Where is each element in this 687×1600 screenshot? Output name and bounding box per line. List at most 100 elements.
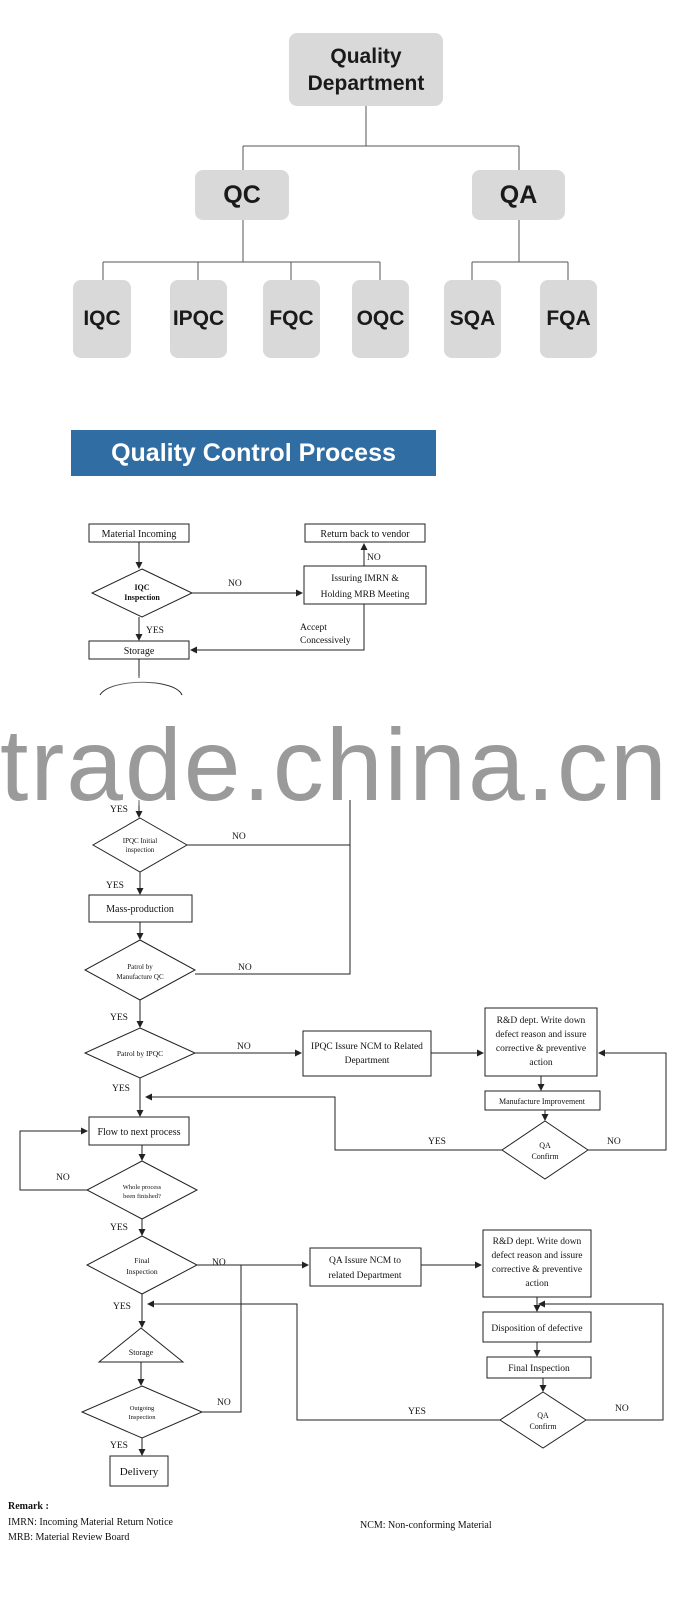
ipqc-initial-diamond [91, 817, 189, 873]
yes-label-final: YES [113, 1302, 131, 1312]
qa-confirm-2-diamond [499, 1391, 587, 1449]
mass-production-label: Mass-production [106, 904, 174, 915]
yes-label-mass: YES [106, 881, 124, 891]
patrol-mqc-label-2: Manufacture QC [116, 973, 164, 981]
final-inspection-label-1: Final [134, 1256, 149, 1265]
outgoing-label-1: Outgoing [130, 1405, 155, 1412]
qa-confirm-2-label-2: Confirm [529, 1422, 557, 1431]
no-label-patrol-ipqc: NO [237, 1042, 251, 1052]
whole-process-label-1: Whole process [123, 1184, 162, 1191]
manufacture-improvement-label: Manufacture Improvement [499, 1097, 586, 1106]
iqc-box: IQC [73, 280, 131, 358]
rd1-label-4: action [529, 1058, 552, 1068]
delivery-label: Delivery [120, 1466, 159, 1478]
qa-confirm-1-diamond [501, 1120, 589, 1180]
rd2-label-2: defect reason and issure [491, 1250, 582, 1261]
manufacture-improvement-box [484, 1090, 601, 1111]
disposition-box [482, 1311, 592, 1343]
watermark-blur [92, 676, 182, 806]
mass-production-box [88, 894, 193, 923]
no-label-iqc: NO [228, 579, 242, 589]
iqc-inspection-diamond [90, 568, 194, 618]
yes-label-outgoing: YES [110, 1441, 128, 1451]
yes-label-initial: YES [110, 805, 128, 815]
imrn-label-1: Issuring IMRN & [331, 574, 399, 584]
rd1-label-1: R&D dept. Write down [497, 1016, 586, 1026]
qc-box: QC [195, 170, 289, 220]
rd2-box [482, 1229, 592, 1298]
return-vendor-label: Return back to vendor [320, 529, 410, 540]
rd2-label-3: corrective & preventive [492, 1265, 582, 1275]
oqc-box: OQC [352, 280, 409, 358]
final-inspection-2-label: Final Inspection [508, 1364, 570, 1374]
delivery-box [109, 1455, 169, 1487]
qa-confirm-1-label-2: Confirm [531, 1152, 559, 1161]
org-connectors [102, 106, 569, 280]
quality-department-line2: Department [307, 71, 425, 95]
material-incoming-label: Material Incoming [102, 529, 177, 540]
imrn-box [303, 565, 427, 605]
outgoing-label-2: Inspection [128, 1414, 156, 1421]
flow-shapes [80, 523, 601, 1487]
qa-ncm-label-1: QA Issure NCM to [329, 1256, 401, 1266]
ipqc-initial-label-2: inspection [126, 846, 155, 854]
no-label-return: NO [367, 553, 381, 563]
ipqc-box: IPQC [170, 280, 227, 358]
rd1-label-2: defect reason and issure [495, 1029, 586, 1040]
patrol-mqc-label-1: Patrol by [127, 963, 153, 971]
flow-next-label: Flow to next process [97, 1127, 180, 1138]
qa-box: QA [472, 170, 565, 220]
quality-control-process-banner: Quality Control Process [71, 430, 436, 476]
accept-label-1: Accept [300, 623, 327, 633]
no-label-patrol-mqc: NO [238, 963, 252, 973]
final-inspection-2-box [486, 1356, 592, 1379]
final-inspection-label-2: Inspection [126, 1267, 157, 1276]
yes-label-qa-confirm-1: YES [428, 1137, 446, 1147]
yes-label-patrol-mqc: YES [110, 1013, 128, 1023]
qa-confirm-1-label-1: QA [539, 1141, 551, 1150]
accept-label-2: Concessively [300, 636, 351, 646]
no-label-outgoing: NO [217, 1398, 231, 1408]
quality-department-line1: Quality [330, 44, 402, 68]
no-label-qa-confirm-2: NO [615, 1404, 629, 1414]
patrol-ipqc-label: Patrol by IPQC [117, 1049, 163, 1058]
rd1-box [484, 1007, 598, 1077]
imrn-label-2: Holding MRB Meeting [321, 590, 410, 600]
ipqc-initial-label-1: IPQC Initial [123, 837, 157, 845]
yes-label-patrol-ipqc: YES [112, 1084, 130, 1094]
storage-label: Storage [124, 646, 155, 657]
fqa-box: FQA [540, 280, 597, 358]
remark-ncm: NCM: Non-conforming Material [360, 1520, 492, 1531]
remark-imrn: IMRN: Incoming Material Return Notice [8, 1517, 173, 1528]
rd2-label-4: action [525, 1279, 548, 1289]
qa-confirm-2-label-1: QA [537, 1411, 549, 1420]
qa-ncm-label-2: related Department [328, 1271, 401, 1281]
no-label-final: NO [212, 1258, 226, 1268]
yes-label-whole-process: YES [110, 1223, 128, 1233]
rd2-label-1: R&D dept. Write down [493, 1237, 582, 1247]
final-inspection-diamond [85, 1235, 199, 1295]
return-vendor-box [304, 523, 426, 543]
remark-mrb: MRB: Material Review Board [8, 1532, 130, 1543]
qa-ncm-box [309, 1247, 422, 1287]
storage-tri-label: Storage [129, 1348, 154, 1357]
ipqc-ncm-label-1: IPQC Issure NCM to Related [311, 1042, 423, 1052]
iqc-label-2: Inspection [124, 593, 160, 602]
disposition-label: Disposition of defective [491, 1323, 582, 1334]
whole-process-label-2: been finished? [123, 1193, 161, 1200]
ipqc-ncm-box [302, 1030, 432, 1077]
yes-label-qa-confirm-2: YES [408, 1407, 426, 1417]
watermark-text: trade.china.cn [0, 708, 669, 822]
iqc-label-1: IQC [134, 583, 149, 592]
no-label-whole-process: NO [56, 1173, 70, 1183]
remark-title: Remark : [8, 1501, 49, 1512]
quality-department-box: Quality Department [289, 33, 443, 106]
no-label-qa-confirm-1: NO [607, 1137, 621, 1147]
fqc-box: FQC [263, 280, 320, 358]
outgoing-diamond [80, 1385, 204, 1439]
flow-next-box [88, 1116, 190, 1146]
no-label-initial: NO [232, 832, 246, 842]
rd1-label-3: corrective & preventive [496, 1044, 586, 1054]
ipqc-ncm-label-2: Department [345, 1056, 390, 1066]
